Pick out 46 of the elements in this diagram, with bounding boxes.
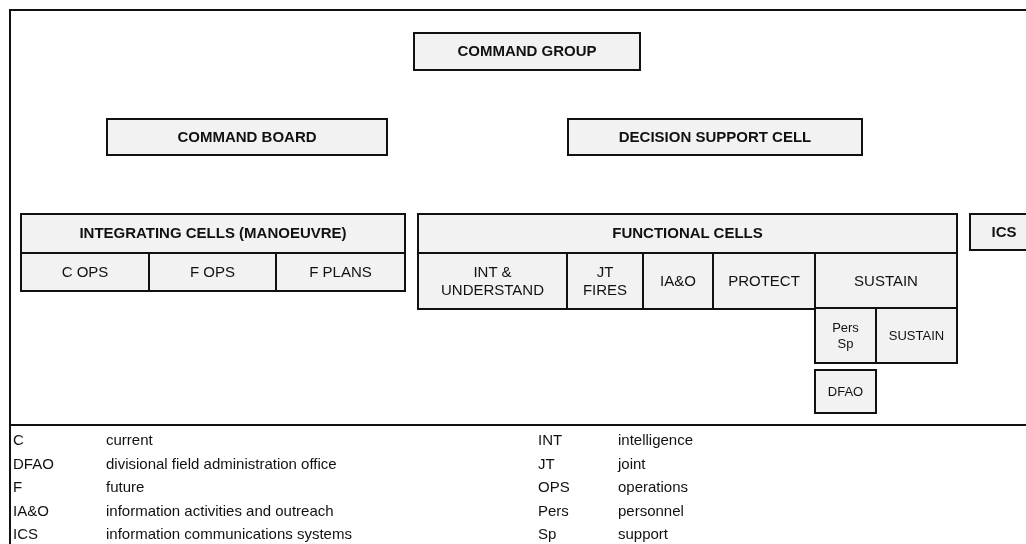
cell-text: SUSTAIN [888, 327, 945, 344]
abbreviation-text: ICS [13, 524, 39, 544]
cell-text: Pers Sp [831, 319, 860, 352]
abbreviation-text: IA&O [13, 500, 50, 521]
abbreviation-text: DFAO [13, 453, 55, 474]
heading-text: COMMAND BOARD [177, 128, 317, 146]
definition-text: information communications systems [106, 524, 353, 544]
cell-text: PROTECT [728, 271, 800, 290]
heading-text: DECISION SUPPORT CELL [618, 128, 812, 146]
heading-text: COMMAND GROUP [457, 43, 597, 60]
heading-box [413, 32, 641, 71]
definition-text: divisional field administration office [106, 453, 338, 474]
heading-box [969, 213, 1026, 251]
abbreviation-text: OPS [538, 477, 571, 497]
cell-text: IA&O [660, 271, 696, 290]
abbreviation-text: Pers [538, 500, 570, 521]
definition-text: intelligence [618, 430, 695, 450]
definition-text: personnel [618, 500, 685, 521]
definition-text: support [618, 524, 670, 544]
cell-text: SUSTAIN [854, 271, 918, 290]
abbreviation-text: Sp [538, 524, 558, 544]
abbreviation-text: F [13, 477, 24, 497]
abbreviation-text: JT [538, 453, 556, 474]
heading-box [106, 118, 388, 156]
cell-box [875, 307, 958, 364]
definition-text: information activities and outreach [106, 500, 335, 521]
abbreviation-text: C [13, 430, 25, 450]
cell-text: F OPS [190, 262, 235, 281]
cell-text: C OPS [61, 262, 109, 281]
cell-box [814, 369, 877, 414]
cell-text: F PLANS [309, 262, 372, 281]
group-box [417, 213, 958, 310]
definition-text: current [106, 430, 154, 450]
definition-text: future [106, 477, 146, 497]
cell-text: JT FIRES [581, 262, 629, 299]
heading-box [567, 118, 863, 156]
heading-text: ICS [991, 223, 1017, 241]
definition-text: operations [618, 477, 690, 497]
cell-box [814, 307, 877, 364]
abbreviation-text: INT [538, 430, 564, 450]
cell-text: DFAO [827, 383, 864, 400]
heading-text: INTEGRATING CELLS (MANOEUVRE) [79, 223, 347, 243]
group-box [20, 213, 406, 292]
cell-text: INT & UNDERSTAND [439, 262, 546, 299]
heading-text: FUNCTIONAL CELLS [612, 223, 763, 243]
definition-text: joint [618, 453, 647, 474]
